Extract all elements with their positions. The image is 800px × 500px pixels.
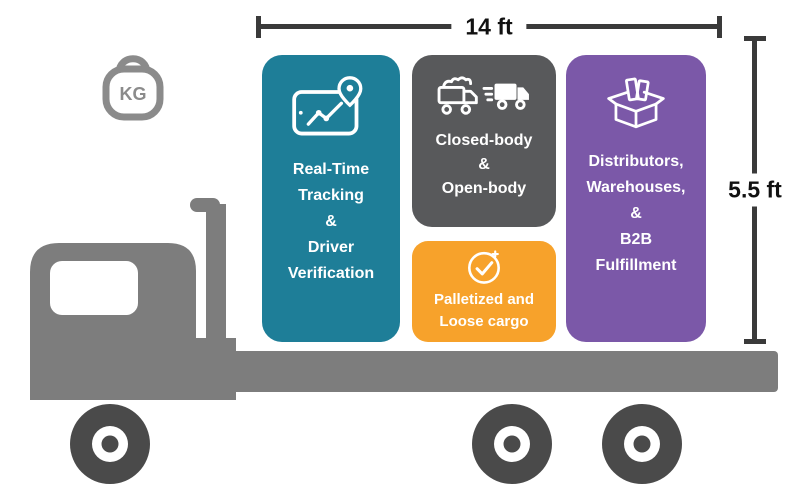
- height-dimension: 5.5 ft: [714, 36, 796, 344]
- truck-wheels: [70, 404, 682, 484]
- card-cargo-types-label: Palletized and Loose cargo: [433, 291, 535, 330]
- cargo-check-icon: [465, 248, 503, 286]
- card-cargo-types: Palletized and Loose cargo: [412, 241, 556, 342]
- width-dimension-label: 14 ft: [451, 10, 527, 44]
- kg-label: KG: [120, 84, 147, 104]
- truck-bed: [232, 351, 778, 392]
- tablet-map-pin-icon: [291, 75, 371, 143]
- dimension-end-bar: [744, 339, 766, 344]
- kg-weight-icon: KG: [102, 55, 164, 121]
- card-fulfillment-label: Distributors, Warehouses, & B2B Fulfillm…: [586, 153, 686, 274]
- card-fulfillment: Distributors, Warehouses, & B2B Fulfillm…: [566, 55, 706, 342]
- card-body-types-label: Closed-body & Open-body: [435, 132, 533, 197]
- exhaust-pipe: [206, 204, 226, 356]
- card-real-time-tracking-label: Real-Time Tracking & Driver Verification: [287, 161, 375, 282]
- cab-window: [50, 261, 138, 315]
- card-real-time-tracking: Real-Time Tracking & Driver Verification: [262, 55, 400, 342]
- width-dimension: 14 ft: [256, 10, 722, 44]
- open-box-icon: [605, 75, 667, 133]
- height-dimension-label: 5.5 ft: [714, 173, 796, 207]
- card-body-types: Closed-body & Open-body: [412, 55, 556, 227]
- trucks-icon: [436, 75, 532, 119]
- dimension-end-bar: [717, 16, 722, 38]
